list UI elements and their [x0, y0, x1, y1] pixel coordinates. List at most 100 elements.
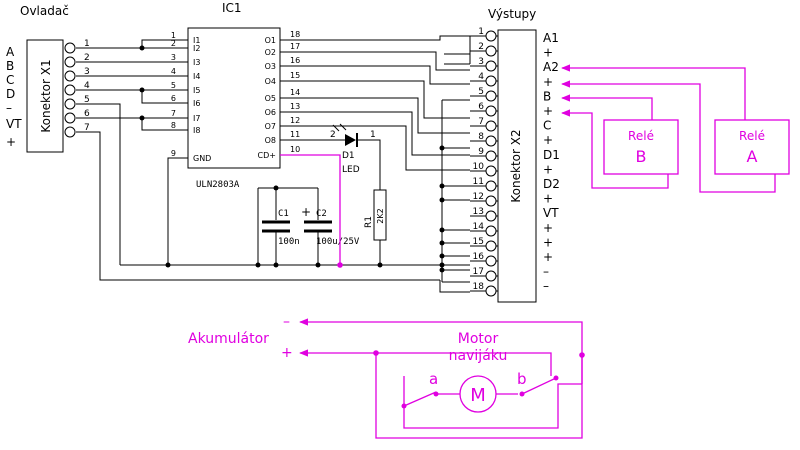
battery-plus: +	[281, 345, 293, 361]
r1-value: 2K2	[376, 208, 385, 223]
ic-left-pin-name: I5	[193, 86, 200, 95]
x2-pin-terminal	[485, 45, 497, 57]
x2-side-label: +	[543, 75, 553, 89]
x2-side-label: D2	[543, 177, 560, 191]
ic-right-pin-name: O1	[265, 36, 276, 45]
x1-pin-number: 5	[84, 95, 90, 105]
relay-a: Relé A	[714, 119, 790, 175]
ic-left-pin-number: 9	[171, 149, 176, 158]
switch-b-label: b	[517, 370, 527, 388]
x2-pin-terminal	[485, 165, 497, 177]
x2-side-label: C	[543, 119, 551, 133]
ic-left-pin-name: I6	[193, 99, 200, 108]
ic-right-pin-number: 11	[290, 130, 300, 139]
relay-a-line1: Relé	[739, 129, 765, 143]
ic-left-pin-name: I4	[193, 72, 200, 81]
ic-left-pin-number: 6	[171, 94, 176, 103]
x2-pin-terminal	[485, 105, 497, 117]
x2-side-label: +	[543, 104, 553, 118]
x2-pin-number: 3	[478, 57, 484, 67]
x2-pin-terminal	[485, 30, 497, 42]
x2-pin-number: 16	[473, 252, 485, 262]
c1-name: C1	[278, 209, 289, 219]
x1-pin-terminal	[64, 70, 76, 82]
x1-side-label: B	[6, 59, 14, 73]
x2-pin-terminal	[485, 255, 497, 267]
x2-side-label: +	[543, 235, 553, 249]
ic-right-pin-name: O4	[265, 77, 276, 86]
x1-side-label: D	[6, 87, 15, 101]
relay-b-line1: Relé	[628, 129, 654, 143]
ic-right-pin-number: 12	[290, 116, 300, 125]
switch-a-label: a	[429, 370, 438, 388]
relay-b-line2: B	[636, 147, 647, 166]
x1-pin-number: 4	[84, 81, 90, 91]
x1-side-label: VT	[6, 117, 22, 131]
ic-left-pin-number: 3	[171, 53, 176, 62]
x2-side-label: +	[543, 221, 553, 235]
ic-part: ULN2803A	[196, 180, 240, 190]
ic-right-pin-name: O3	[265, 62, 276, 71]
x2-pin-number: 10	[473, 162, 485, 172]
d1-pin-k: 1	[370, 130, 376, 140]
x2-connector-label: Konektor X2	[509, 129, 523, 202]
x2-pin-terminal	[485, 60, 497, 72]
x2-side-label: –	[543, 279, 549, 293]
x2-pin-number: 14	[473, 222, 485, 232]
cd-junction-dot	[337, 262, 343, 268]
relay-b: Relé B	[603, 119, 679, 175]
x1-side-label: C	[6, 73, 14, 87]
x1-pin-number: 3	[84, 67, 90, 77]
x1-pin-number: 6	[84, 109, 90, 119]
x1-title: Ovladač	[20, 4, 69, 18]
x2-side-label: D1	[543, 148, 560, 162]
ic-left-pin-name: I8	[193, 126, 200, 135]
c2-value: 100u/25V	[316, 237, 360, 247]
ic-right-pin-number: 17	[290, 42, 300, 51]
x2-pin-number: 11	[473, 177, 484, 187]
x2-pin-number: 12	[473, 192, 484, 202]
x2-plus-bus	[380, 99, 470, 293]
c2-name: C2	[316, 209, 327, 219]
ic-left-pin-number: 4	[171, 67, 176, 76]
x2-title: Výstupy	[488, 7, 536, 21]
motor-title-1: Motor	[458, 331, 499, 347]
ic-right-pin-name: O7	[265, 122, 276, 131]
x2-side-label: +	[543, 46, 553, 60]
ic-right-pin-number: 10	[290, 145, 300, 154]
ic-right-pin-name: O5	[265, 94, 276, 103]
ic-right-pin-name: O6	[265, 108, 276, 117]
x2-side-label: +	[543, 162, 553, 176]
x2-pin-number: 15	[473, 237, 484, 247]
ic-left-pin-number: 2	[171, 39, 176, 48]
ic-right-pin-number: 18	[290, 30, 300, 39]
x2-pin-number: 2	[478, 42, 484, 52]
x2-pin-number: 18	[473, 282, 485, 292]
ic-left-pin-name: I2	[193, 44, 200, 53]
ic-to-x2-wires	[280, 35, 471, 171]
ic-name: IC1	[222, 1, 242, 15]
x2-pin-number: 7	[478, 117, 484, 127]
x2-side-label: VT	[543, 206, 559, 220]
d1-type: LED	[342, 165, 360, 175]
x2-pin-number: 13	[473, 207, 484, 217]
junction-dots	[139, 45, 445, 273]
x2-pin-number: 8	[478, 132, 484, 142]
ic-left-pin-number: 5	[171, 81, 176, 90]
x2-pin-terminal	[485, 195, 497, 207]
x2-pin-terminal	[485, 120, 497, 132]
x2-pin-terminal	[485, 135, 497, 147]
ic-right-pin-number: 15	[290, 71, 300, 80]
x1-side-label: –	[6, 101, 12, 115]
ic-right-pin-name: O8	[265, 136, 276, 145]
d1-pin-a: 2	[330, 130, 336, 140]
x1-pin-terminal	[64, 56, 76, 68]
x2-pin-number: 17	[473, 267, 484, 277]
resistor-r1: R1 2K2	[364, 189, 387, 265]
x2-pin-terminal	[485, 180, 497, 192]
x2-pin-terminal	[485, 150, 497, 162]
c1-value: 100n	[278, 237, 300, 247]
